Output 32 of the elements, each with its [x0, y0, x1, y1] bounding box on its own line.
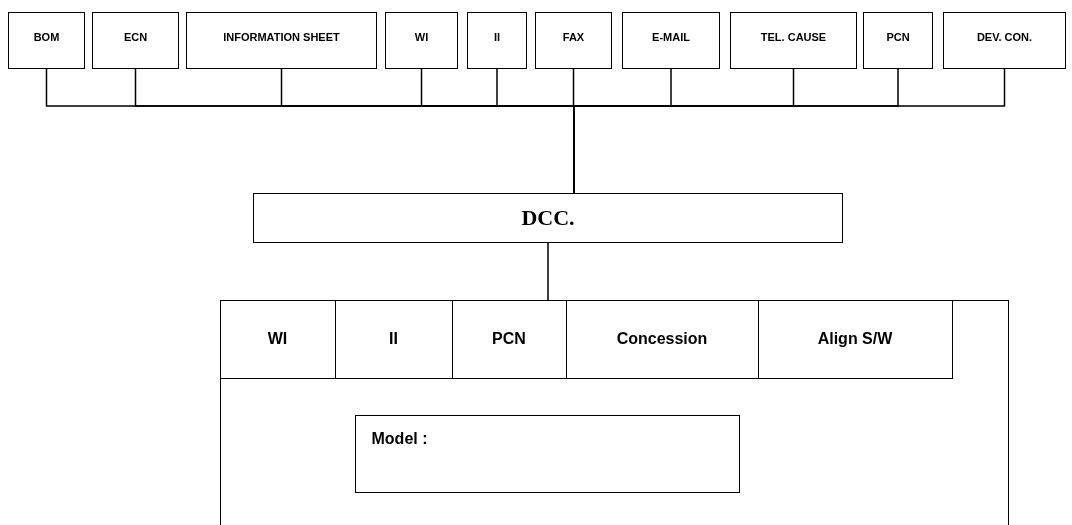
model-field	[354, 414, 740, 493]
document-box	[535, 12, 612, 69]
box-label: E-MAIL	[652, 31, 690, 43]
box-label: DCC.	[521, 205, 575, 231]
document-box	[467, 12, 527, 69]
document-box	[8, 12, 85, 69]
box-label: II	[389, 330, 398, 348]
document-box	[943, 12, 1066, 69]
connector-line	[547, 242, 549, 301]
box-label: II	[493, 31, 501, 43]
tab-cell	[757, 299, 953, 379]
box-label: PCN	[492, 330, 526, 348]
document-box	[863, 12, 933, 69]
document-box	[186, 12, 377, 69]
dcc-box	[253, 193, 843, 243]
document-box	[385, 12, 458, 69]
box-label: Concession	[616, 330, 708, 348]
box-label: FAX	[562, 31, 585, 43]
document-box	[92, 12, 179, 69]
box-label: WI	[414, 31, 429, 43]
field-label: Model :	[371, 429, 428, 448]
document-box	[730, 12, 857, 69]
panel-frame	[220, 300, 1009, 525]
box-label: BOM	[33, 31, 60, 43]
box-label: ECN	[123, 31, 148, 43]
box-label: PCN	[886, 31, 910, 43]
box-label: WI	[267, 330, 288, 348]
box-label: INFORMATION SHEET	[223, 31, 340, 43]
box-label: DEV. CON.	[976, 31, 1033, 43]
document-box	[622, 12, 720, 69]
box-label: Align S/W	[817, 330, 893, 348]
box-label: TEL. CAUSE	[760, 31, 827, 43]
